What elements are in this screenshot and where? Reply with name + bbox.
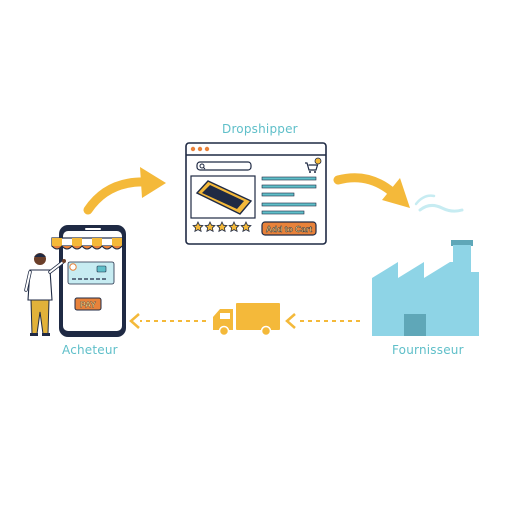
search-icon bbox=[199, 163, 206, 170]
buyer-label: Acheteur bbox=[62, 343, 118, 357]
dropshipper-label: Dropshipper bbox=[222, 122, 298, 136]
product-description-lines bbox=[261, 176, 317, 215]
add-to-cart-button[interactable]: Add to Cart bbox=[261, 221, 317, 236]
factory-icon bbox=[372, 194, 479, 336]
supplier-label: Fournisseur bbox=[392, 343, 464, 357]
star-icon bbox=[216, 221, 228, 233]
dotted-flow-arrow bbox=[129, 313, 360, 329]
star-icon bbox=[192, 221, 204, 233]
curved-arrow-icon bbox=[83, 167, 166, 215]
star-icon bbox=[204, 221, 216, 233]
pay-button[interactable]: PAY bbox=[74, 297, 102, 311]
rating-stars bbox=[192, 221, 252, 233]
person-icon bbox=[24, 253, 66, 336]
add-to-cart-label: Add to Cart bbox=[266, 224, 312, 234]
window-dot-icon bbox=[197, 146, 203, 152]
check-icon bbox=[69, 263, 77, 271]
shopping-cart-icon[interactable] bbox=[305, 157, 322, 173]
curved-arrow-icon bbox=[333, 173, 410, 208]
browser-window: Add to Cart bbox=[185, 142, 327, 245]
smartphone-product-icon bbox=[195, 180, 253, 215]
search-bar[interactable] bbox=[196, 161, 252, 171]
window-dot-icon bbox=[204, 146, 210, 152]
star-icon bbox=[240, 221, 252, 233]
pay-label: PAY bbox=[80, 300, 96, 310]
star-icon bbox=[228, 221, 240, 233]
store-awning-icon bbox=[51, 237, 123, 250]
payment-card bbox=[67, 261, 115, 285]
window-dot-icon bbox=[190, 146, 196, 152]
truck-icon bbox=[213, 303, 280, 337]
factory-door bbox=[404, 314, 426, 336]
